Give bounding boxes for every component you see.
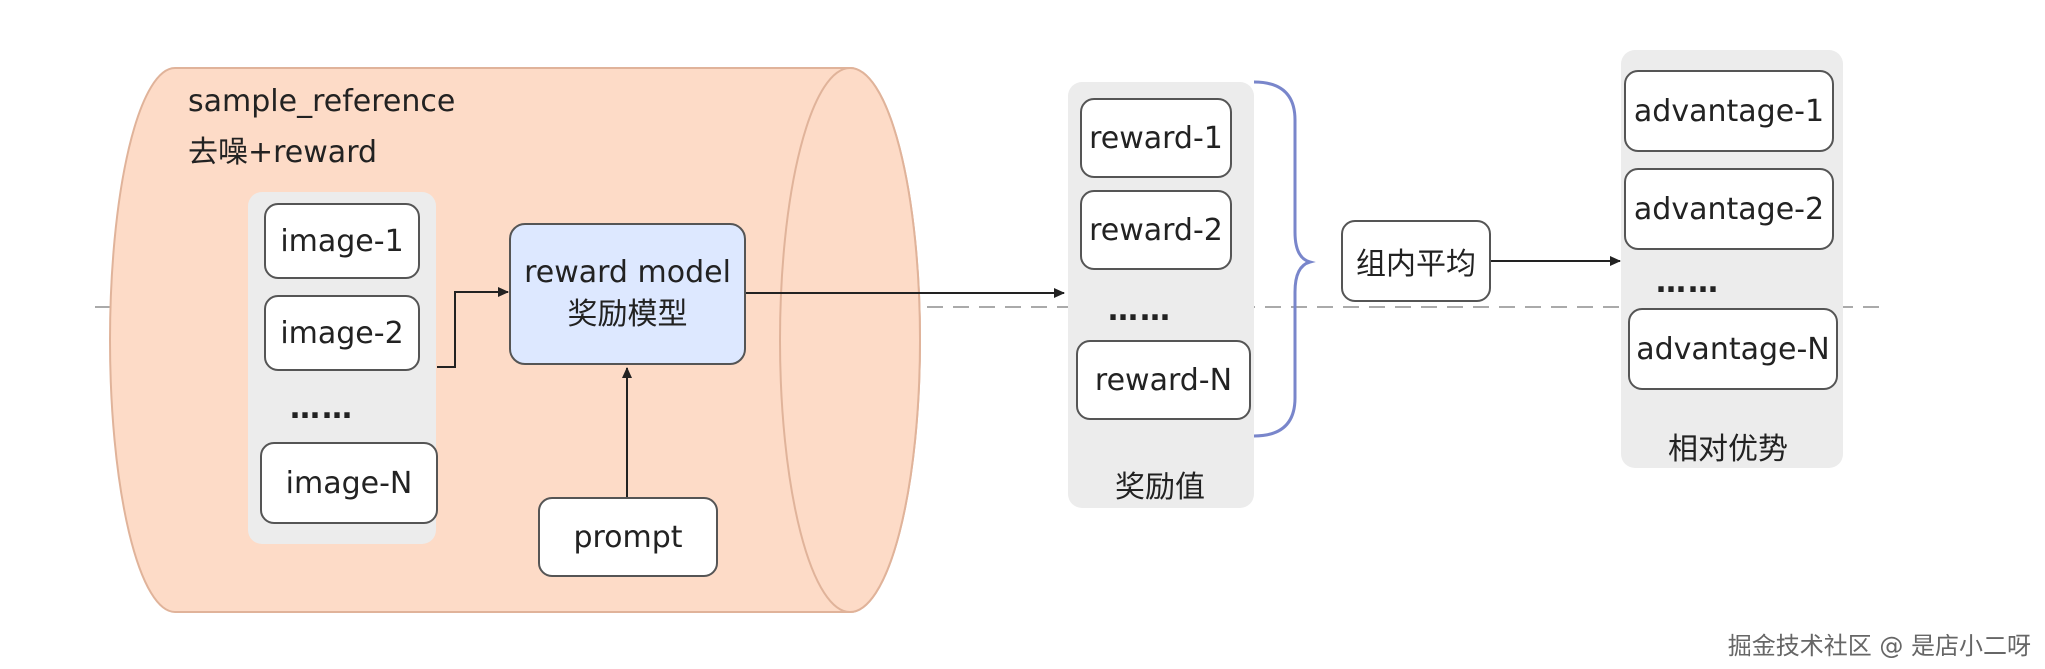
advantage-2-node: advantage-2 bbox=[1624, 168, 1834, 250]
rewards-ellipsis: …… bbox=[1108, 293, 1172, 328]
reward-n-node: reward-N bbox=[1076, 340, 1251, 420]
reward-model-label-en: reward model bbox=[524, 255, 731, 290]
advantages-caption: 相对优势 bbox=[1668, 432, 1788, 467]
reward-1-node: reward-1 bbox=[1080, 98, 1232, 178]
cylinder-end bbox=[779, 67, 921, 613]
advantage-1-node: advantage-1 bbox=[1624, 70, 1834, 152]
rewards-caption: 奖励值 bbox=[1115, 470, 1205, 505]
images-ellipsis: …… bbox=[290, 391, 354, 426]
prompt-node: prompt bbox=[538, 497, 718, 577]
reward-model-node: reward model 奖励模型 bbox=[509, 223, 746, 365]
image-n-node: image-N bbox=[260, 442, 438, 524]
curly-brace bbox=[1253, 80, 1316, 438]
cylinder-title-1: sample_reference bbox=[188, 84, 456, 119]
image-1-node: image-1 bbox=[264, 203, 420, 279]
arrow-images-to-model bbox=[437, 287, 509, 368]
watermark: 掘金技术社区 @ 是店小二呀 bbox=[1727, 632, 2031, 660]
group-average-node: 组内平均 bbox=[1341, 220, 1491, 302]
reward-model-label-zh: 奖励模型 bbox=[567, 297, 688, 332]
cylinder-title-2: 去噪+reward bbox=[188, 135, 378, 170]
image-2-node: image-2 bbox=[264, 295, 420, 371]
advantage-n-node: advantage-N bbox=[1628, 308, 1838, 390]
advantages-ellipsis: …… bbox=[1656, 265, 1720, 300]
reward-2-node: reward-2 bbox=[1080, 190, 1232, 270]
